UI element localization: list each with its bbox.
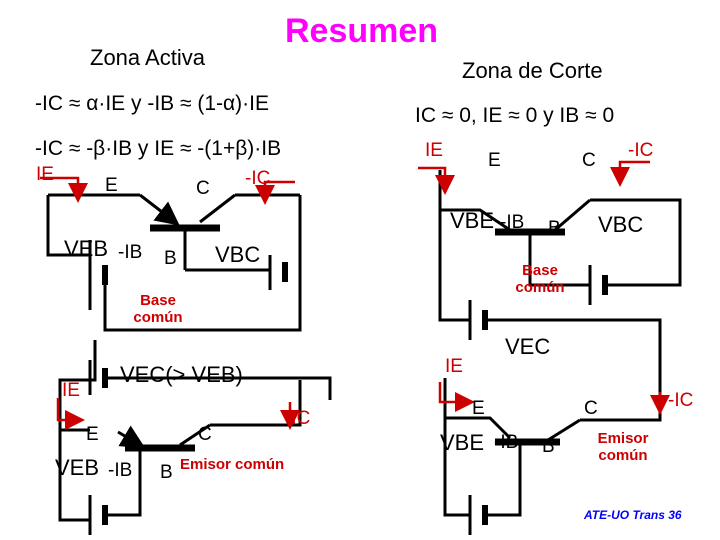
cutoff-ce-current-arrows [438,382,670,415]
cutoff-cb-vbc-label: VBC [598,212,644,237]
slide-footer: ATE-UO Trans 36 [584,508,682,522]
cutoff-common-emitter-circuit [443,378,662,535]
cutoff-ce-b-label: B [542,436,555,457]
cutoff-cb-config-label: Base común [515,262,565,296]
page-title: Resumen [285,12,439,50]
cutoff-ce-ie-label: IE [445,356,463,377]
cutoff-ce-ic-label: -IC [668,390,694,411]
active-ce-veb-label: VEB [55,455,100,480]
cutoff-ce-ib-label: -IB [494,432,519,453]
cutoff-cb-vbe-label: VBE [450,208,495,233]
active-ce-ib-label: -IB [108,460,133,481]
active-ce-e-label: E [86,424,99,445]
active-equation-2: -IC ≈ -β·IB y IE ≈ -(1+β)·IB [35,137,282,160]
cutoff-ce-e-label: E [472,398,485,419]
active-ce-current-arrows [56,398,300,430]
active-cb-ib-label: -IB [118,242,143,263]
active-cb-b-label: B [164,248,177,269]
cutoff-cb-ib-label: -IB [500,212,525,233]
active-cb-c-label: C [196,178,210,199]
active-ce-config-label: Emisor común [180,456,285,473]
cutoff-cb-ie-label: IE [425,140,443,161]
cutoff-ce-vec-label: VEC [505,334,551,359]
active-cb-e-label: E [105,175,118,196]
active-cb-current-arrows [40,176,295,205]
cutoff-cb-ic-label: -IC [628,140,654,161]
cutoff-ce-c-label: C [584,398,598,419]
cutoff-cb-c-label: C [582,150,596,171]
active-ce-ic-label: -IC [285,408,311,429]
cutoff-equation: IC ≈ 0, IE ≈ 0 y IB ≈ 0 [415,104,615,127]
active-zone-heading: Zona Activa [90,45,205,70]
cutoff-cb-e-label: E [488,150,501,171]
active-ce-vec-label: VEC(> VEB) [120,362,243,387]
active-ce-c-label: C [198,424,212,445]
active-common-emitter-circuit [58,340,332,535]
cutoff-zone-heading: Zona de Corte [462,58,603,83]
active-equation-1: -IC ≈ α·IE y -IB ≈ (1-α)·IE [35,92,269,115]
cutoff-cb-current-arrows [418,160,650,195]
active-cb-ic-label: -IC [245,168,271,189]
cutoff-cb-b-label: B [548,218,561,239]
cutoff-ce-vbe-label: VBE [440,430,485,455]
active-cb-config-label: Base común [133,292,183,326]
cutoff-ce-config-label: Emisor común [597,430,649,464]
active-ce-b-label: B [160,462,173,483]
active-cb-veb-label: VEB [64,236,109,261]
active-cb-ie-label: IE [36,164,54,185]
active-ce-ie-label: IE [62,380,80,401]
active-common-base-circuit [46,193,302,332]
active-cb-vbc-label: VBC [215,242,261,267]
